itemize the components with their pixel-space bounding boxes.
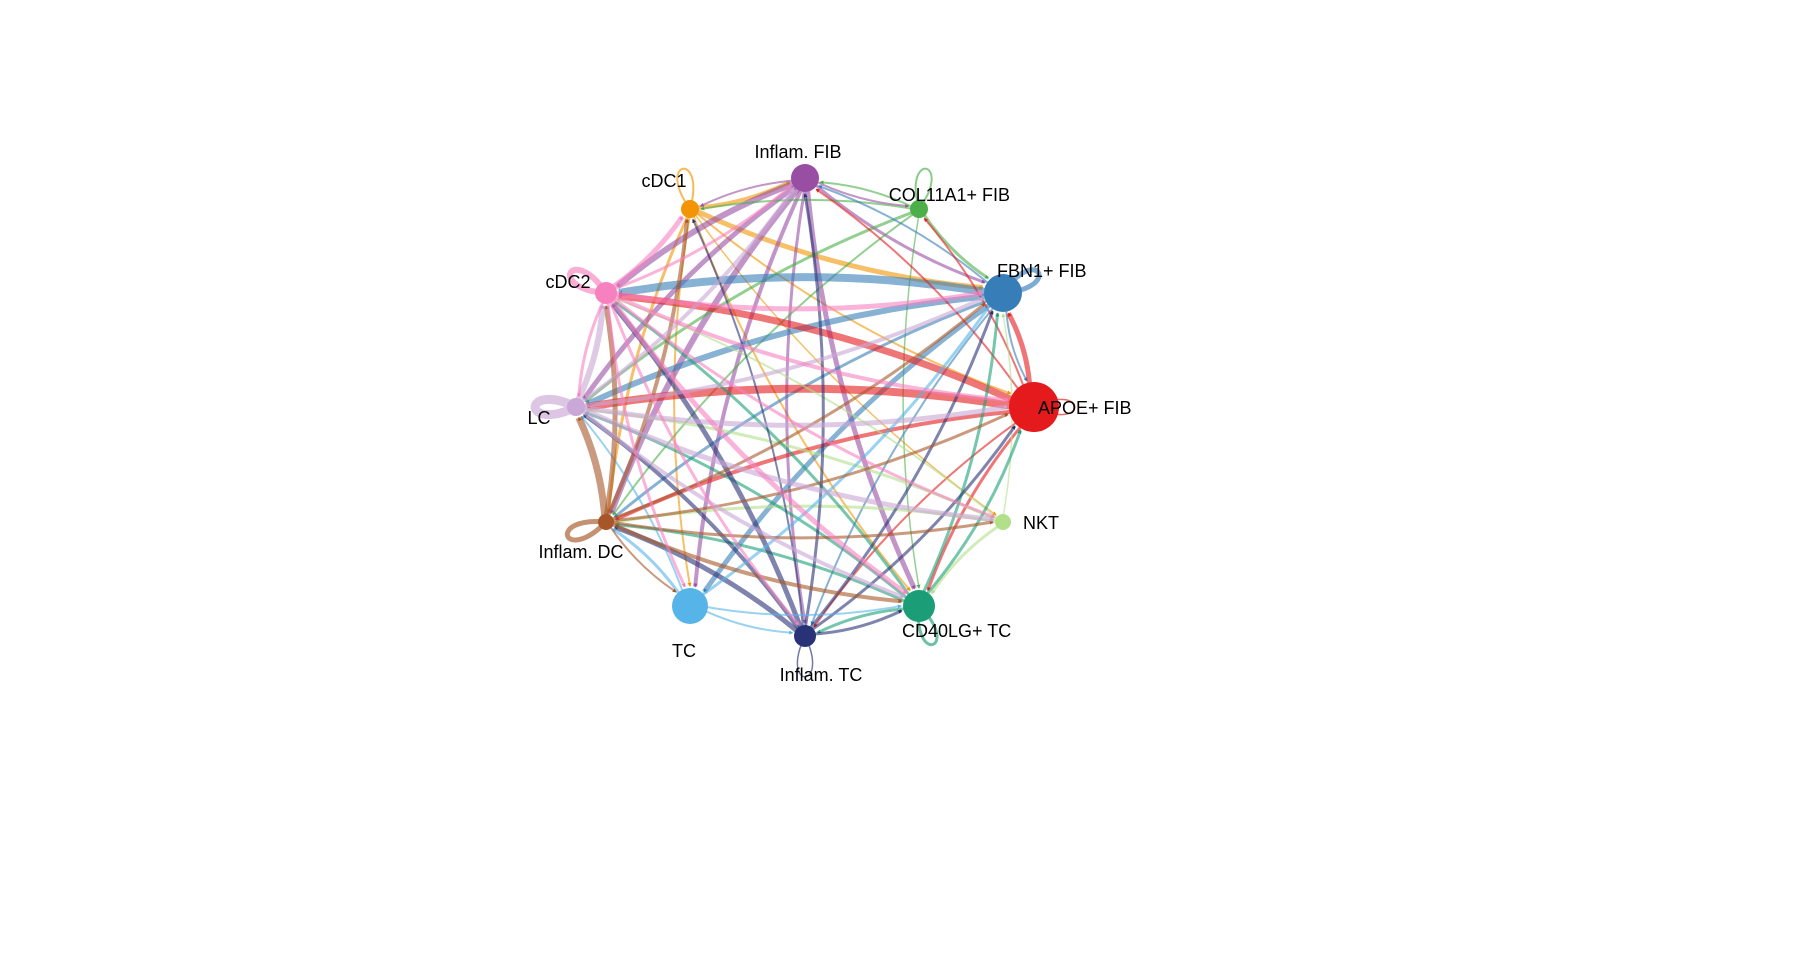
self-loop-cdc1 (676, 167, 695, 210)
edge-inflam_dc-to-lc (575, 416, 609, 518)
edge-cdc2-to-tc (606, 299, 687, 588)
edge-col11a1_fib-to-inflam_dc (612, 211, 916, 516)
edge-lc-to-fbn1_fib (581, 296, 984, 408)
node-label-cdc1: cDC1 (641, 171, 686, 191)
node-col11a1_fib (910, 200, 928, 218)
node-label-col11a1_fib: COL11A1+ FIB (889, 185, 1010, 205)
edge-inflam_dc-to-apoe_fib (610, 412, 1009, 523)
edge-inflam_tc-to-apoe_fib (808, 425, 1017, 633)
node-cd40lg_tc (903, 590, 935, 622)
edge-inflam_tc-to-cd40lg_tc (811, 609, 903, 636)
edge-apoe_fib-to-inflam_fib (815, 188, 1025, 397)
edge-cd40lg_tc-to-inflam_tc (816, 606, 910, 635)
node-label-nkt: NKT (1023, 513, 1059, 533)
edge-nkt-to-cd40lg_tc (930, 524, 1001, 595)
edge-col11a1_fib-to-cd40lg_tc (902, 214, 921, 589)
self-loop-inflam_tc (796, 635, 814, 678)
edge-inflam_fib-to-cdc2 (615, 179, 799, 289)
node-inflam_fib (791, 164, 819, 192)
node-label-inflam_tc: Inflam. TC (780, 665, 863, 685)
edge-cdc2-to-nkt (610, 295, 996, 519)
edge-cdc2-to-inflam_fib (611, 184, 793, 292)
edge-cdc2-to-lc (577, 298, 606, 398)
node-label-apoe_fib: APOE+ FIB (1038, 398, 1132, 418)
edge-apoe_fib-to-col11a1_fib (923, 217, 1028, 395)
edge-tc-to-cd40lg_tc (700, 604, 902, 617)
node-label-inflam_dc: Inflam. DC (538, 542, 623, 562)
edge-tc-to-fbn1_fib (696, 306, 990, 600)
edge-inflam_fib-to-col11a1_fib (812, 179, 910, 208)
node-cdc1 (681, 200, 699, 218)
node-tc (672, 588, 708, 624)
edges-layer (574, 179, 1033, 636)
self-loop-lc (530, 394, 578, 420)
edge-cdc2-to-inflam_tc (607, 298, 800, 626)
edge-cdc2-to-cd40lg_tc (608, 296, 908, 596)
edge-cd40lg_tc-to-fbn1_fib (920, 312, 1000, 598)
edge-inflam_dc-to-cd40lg_tc (609, 521, 903, 604)
edge-inflam_tc-to-cdc1 (691, 218, 805, 630)
node-label-fbn1_fib: FBN1+ FIB (997, 261, 1087, 281)
node-label-inflam_fib: Inflam. FIB (754, 142, 841, 162)
self-loop-inflam_dc (564, 518, 608, 543)
edge-cdc2-to-cdc1 (609, 215, 685, 291)
node-apoe_fib (1009, 382, 1059, 432)
node-cdc2 (595, 282, 617, 304)
self-loop-col11a1_fib (914, 167, 933, 210)
edge-cdc2-to-fbn1_fib (612, 290, 983, 312)
node-label-tc: TC (672, 641, 696, 661)
edge-cdc1-to-apoe_fib (694, 210, 1012, 395)
self-loop-cd40lg_tc (916, 604, 939, 647)
edge-tc-to-inflam_dc (612, 527, 684, 600)
edge-fbn1_fib-to-inflam_tc (810, 302, 999, 626)
edge-lc-to-cd40lg_tc (579, 408, 905, 599)
node-inflam_dc (598, 514, 614, 530)
edge-inflam_fib-to-cdc1 (699, 179, 797, 208)
edge-fbn1_fib-to-apoe_fib (1005, 303, 1028, 382)
edge-fbn1_fib-to-lc (585, 292, 993, 407)
nodes-layer (567, 164, 1059, 647)
edge-lc-to-cdc2 (574, 304, 606, 404)
node-label-cdc2: cDC2 (545, 272, 590, 292)
edge-inflam_tc-to-inflam_fib (803, 193, 825, 630)
edge-fbn1_fib-to-inflam_fib (818, 185, 994, 289)
edge-lc-to-apoe_fib (580, 404, 1008, 428)
edge-col11a1_fib-to-inflam_fib (819, 180, 915, 209)
edge-inflam_fib-to-inflam_tc (785, 186, 807, 624)
node-nkt (995, 514, 1011, 530)
labels-layer: Inflam. FIB COL11A1+ FIB FBN1+ FIB APOE+ FI… (527, 142, 1131, 685)
node-label-cd40lg_tc: CD40LG+ TC (902, 621, 1011, 641)
edge-inflam_dc-to-tc (608, 524, 677, 593)
edge-tc-to-inflam_tc (700, 607, 794, 635)
edge-col11a1_fib-to-fbn1_fib (921, 211, 990, 280)
edge-fbn1_fib-to-cdc2 (618, 273, 993, 297)
node-fbn1_fib (984, 274, 1022, 312)
edge-lc-to-nkt (580, 406, 995, 522)
node-inflam_tc (794, 625, 816, 647)
edge-tc-to-lc (580, 415, 686, 597)
self-loop-cdc2 (567, 266, 609, 296)
node-label-lc: LC (527, 408, 550, 428)
node-lc (567, 398, 585, 416)
edge-inflam_fib-to-fbn1_fib (811, 181, 986, 284)
edge-cdc2-to-apoe_fib (611, 292, 1009, 403)
